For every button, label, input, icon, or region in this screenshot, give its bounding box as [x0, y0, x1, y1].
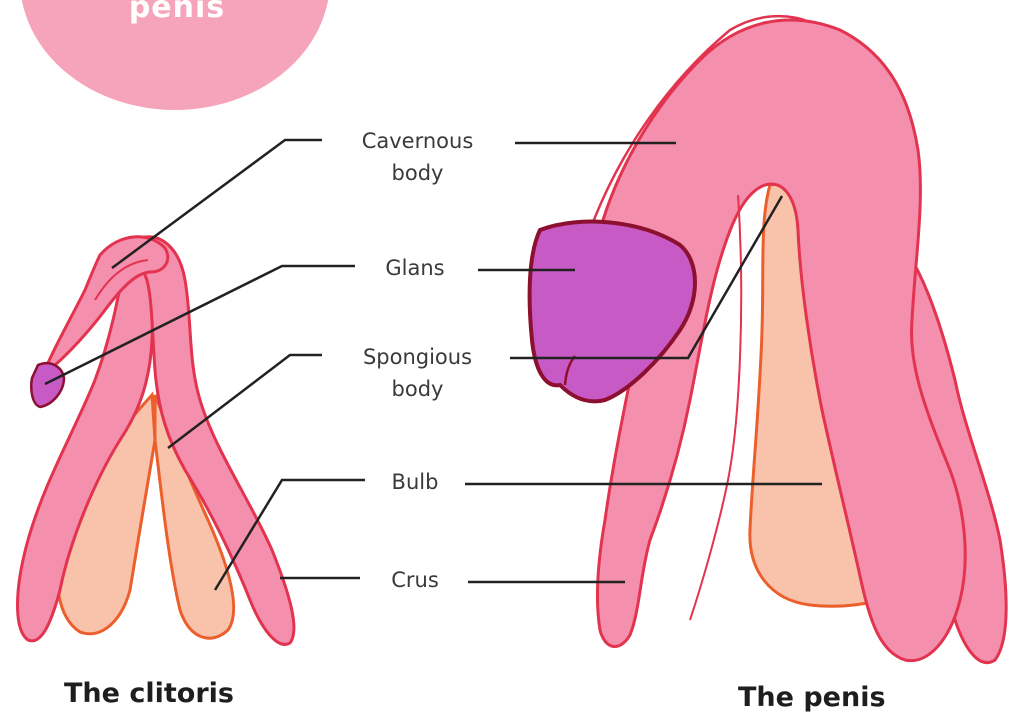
label-spongious-body: Spongious body: [330, 341, 505, 405]
label-crus: Crus: [370, 564, 460, 596]
caption-penis: The penis: [738, 682, 886, 713]
label-cavernous-body-line2: body: [330, 157, 505, 189]
label-spongious-body-line2: body: [330, 373, 505, 405]
clitoris-figure: [18, 237, 294, 645]
penis-figure: [530, 16, 1007, 662]
label-cavernous-body-line1: Cavernous: [330, 125, 505, 157]
caption-clitoris: The clitoris: [64, 678, 234, 709]
clitoris-glans: [31, 363, 64, 407]
label-spongious-body-line1: Spongious: [330, 341, 505, 373]
label-cavernous-body: Cavernous body: [330, 125, 505, 189]
label-glans: Glans: [360, 252, 470, 284]
label-bulb: Bulb: [370, 466, 460, 498]
